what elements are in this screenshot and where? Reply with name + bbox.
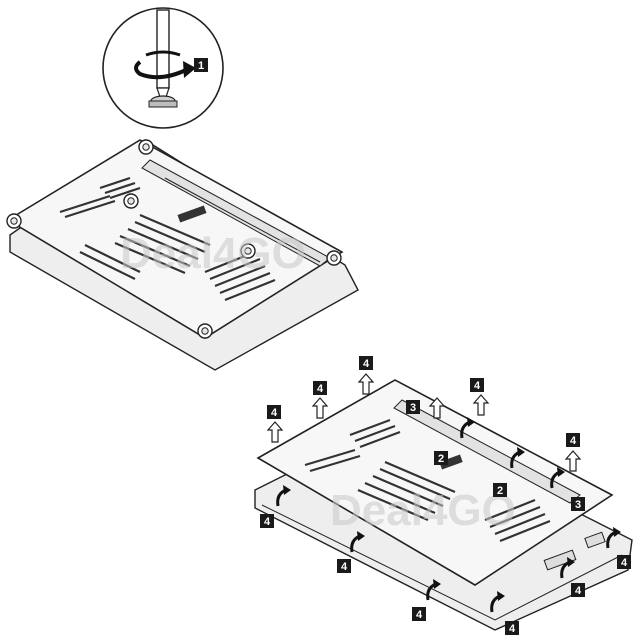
svg-text:3: 3 — [410, 402, 416, 414]
vent-grille — [59, 176, 276, 302]
lift-arrow-icon — [312, 397, 328, 419]
svg-text:4: 4 — [474, 380, 481, 392]
svg-text:2: 2 — [497, 485, 503, 497]
screw-1 — [138, 139, 154, 155]
screw-3 — [123, 193, 139, 209]
svg-text:4: 4 — [621, 557, 628, 569]
step-badge-4: 4 — [505, 621, 519, 635]
rotate-arrow-icon — [134, 50, 196, 80]
lift-arrow-icon — [565, 450, 581, 472]
svg-text:4: 4 — [363, 358, 370, 370]
step-badge-4: 4 — [617, 555, 631, 569]
vent-grille — [304, 418, 551, 543]
watermark-upper: Deal4GO — [120, 229, 306, 278]
svg-text:4: 4 — [264, 516, 271, 528]
screw-5 — [326, 250, 342, 266]
step-badge-4: 4 — [337, 559, 351, 573]
svg-text:4: 4 — [575, 585, 582, 597]
step-badge-4: 4 — [359, 356, 373, 370]
step-badge-4: 4 — [412, 607, 426, 621]
step-badge-2: 2 — [434, 451, 448, 465]
screwdriver-icon — [148, 9, 178, 108]
screw-6 — [197, 323, 213, 339]
lift-arrow-icon — [358, 373, 374, 395]
laptop-base-cover-removal — [254, 379, 633, 631]
svg-text:1: 1 — [198, 60, 204, 72]
step-badge-4: 4 — [260, 514, 274, 528]
step-badge-4: 4 — [566, 433, 580, 447]
step-badge-4: 4 — [470, 378, 484, 392]
screw-2 — [6, 213, 22, 229]
svg-text:3: 3 — [575, 499, 581, 511]
svg-text:4: 4 — [317, 383, 324, 395]
step-badge-4: 4 — [571, 583, 585, 597]
step-badge-3: 3 — [406, 400, 420, 414]
svg-text:4: 4 — [271, 407, 278, 419]
svg-text:2: 2 — [438, 453, 444, 465]
svg-text:4: 4 — [341, 561, 348, 573]
step-badge-2: 2 — [493, 483, 507, 497]
step-badge-4: 4 — [267, 405, 281, 419]
lift-arrow-icon — [267, 421, 283, 443]
watermark-lower: Deal4GO — [330, 486, 516, 535]
svg-text:4: 4 — [570, 435, 577, 447]
screw-detail-callout: 1 — [102, 7, 224, 129]
svg-text:4: 4 — [416, 609, 423, 621]
svg-text:4: 4 — [509, 623, 516, 635]
lift-arrow-icon — [473, 394, 489, 416]
laptop-base-top-view — [6, 139, 359, 371]
step-badge-3: 3 — [571, 497, 585, 511]
step-badge-1: 1 — [194, 58, 208, 72]
step-badge-4: 4 — [313, 381, 327, 395]
